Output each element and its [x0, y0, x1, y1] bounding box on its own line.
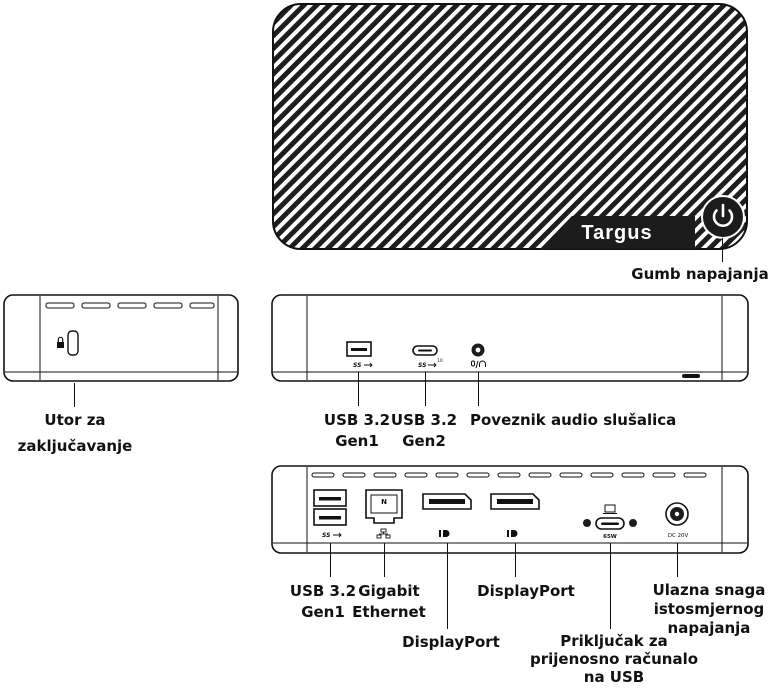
side-vent-slots [45, 302, 215, 309]
displayport-2 [490, 493, 540, 537]
leader-lock-slot [74, 383, 76, 407]
rear-vent-slots [311, 472, 707, 478]
label-front-usb-a: USB 3.2 Gen1 [324, 410, 390, 452]
label-dc-input: Ulazna snaga istosmjernog napajanja [653, 581, 766, 638]
laptop-usb-c-port: 65W [583, 504, 637, 540]
leader-laptop-usb [610, 543, 612, 629]
label-line: USB 3.2 [289, 582, 357, 600]
label-line: USB 3.2 [390, 411, 458, 429]
label-lock-slot: Utor za zaključavanje [18, 410, 133, 457]
label-line: Gen1 [301, 603, 345, 621]
leader-audio [478, 372, 480, 406]
leader-front-usb-c [425, 372, 427, 406]
usb-icon: SS [353, 362, 373, 369]
label-line: Ethernet [352, 603, 426, 621]
label-line: napajanja [667, 619, 751, 637]
svg-text:10: 10 [437, 358, 443, 364]
front-usb-a-port: SS [346, 341, 373, 369]
rear-view: SS N [271, 465, 749, 554]
svg-text:SS: SS [353, 362, 361, 369]
side-view [3, 294, 239, 382]
audio-jack [471, 343, 486, 369]
displayport-icon [507, 530, 518, 537]
label-line: USB 3.2 [323, 411, 391, 429]
network-icon [376, 528, 391, 539]
microphone-headphone-icon [471, 360, 486, 369]
label-line: Priključak za [560, 632, 668, 650]
label-line: Gigabit [358, 582, 420, 600]
label-line: na USB [583, 668, 645, 686]
label-laptop-usb: Priključak za prijenosno računalo na USB [530, 632, 698, 686]
laptop-icon [603, 504, 617, 514]
label-power-button: Gumb napajanja [631, 265, 769, 283]
leader-displayport-1 [447, 543, 449, 629]
brand-plate [540, 216, 695, 249]
label-displayport-2: DisplayPort [477, 582, 575, 600]
label-line: zaključavanje [17, 437, 133, 455]
label-line: Gen1 [335, 432, 379, 450]
svg-text:65W: 65W [603, 534, 617, 540]
svg-text:N: N [381, 498, 387, 506]
leader-power [722, 238, 724, 262]
dc-input-port: DC 20V [665, 502, 689, 539]
leader-displayport-2 [515, 543, 517, 577]
front-usb-c-port: SS 10 [412, 345, 443, 369]
lock-icon [57, 336, 64, 348]
label-displayport-1: DisplayPort [402, 633, 500, 651]
label-rear-usb-a: USB 3.2 Gen1 [290, 581, 356, 623]
label-ethernet: Gigabit Ethernet [352, 581, 426, 623]
brand-logo: Targus [581, 222, 652, 244]
label-line: istosmjernog [653, 600, 765, 618]
svg-text:SS: SS [322, 532, 330, 539]
top-panel-stripes [272, 3, 748, 250]
label-audio-jack: Poveznik audio slušalica [470, 411, 677, 429]
label-line: prijenosno računalo [529, 650, 699, 668]
label-front-usb-c: USB 3.2 Gen2 [391, 410, 457, 452]
leader-rear-usb-a [330, 543, 332, 577]
front-view: SS SS 10 [271, 294, 749, 382]
svg-text:SS: SS [418, 362, 426, 369]
ethernet-port: N [365, 489, 403, 539]
power-button[interactable] [701, 195, 745, 239]
label-line: Gen2 [402, 432, 446, 450]
power-icon [712, 203, 734, 227]
leader-dc-input [677, 543, 679, 577]
leader-front-usb-a [358, 372, 360, 406]
svg-text:DC 20V: DC 20V [668, 533, 689, 539]
lock-slot [57, 330, 79, 356]
label-line: Ulazna snaga [652, 581, 766, 599]
displayport-icon [439, 530, 450, 537]
rear-usb-a-ports: SS [313, 489, 347, 539]
label-line: Utor za [44, 411, 106, 429]
leader-ethernet [384, 543, 386, 577]
displayport-1 [422, 493, 472, 537]
top-view: Targus [272, 3, 748, 250]
